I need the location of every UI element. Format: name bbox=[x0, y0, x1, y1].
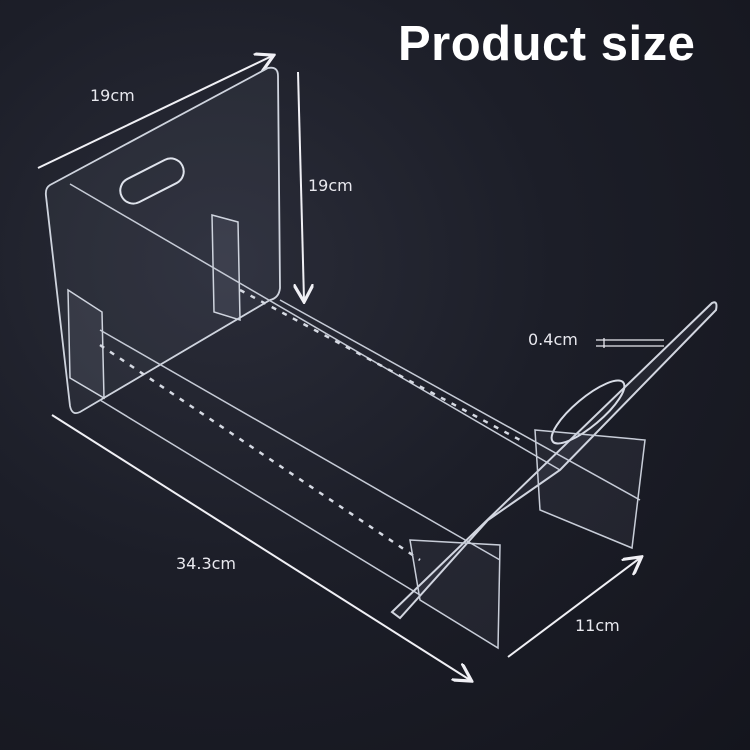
base-rails bbox=[69, 183, 641, 596]
thickness-label: 0.4cm bbox=[528, 330, 578, 349]
thickness-marker bbox=[596, 338, 664, 348]
front-panel bbox=[390, 301, 718, 620]
base-width-label: 11cm bbox=[575, 616, 620, 635]
length-arrow bbox=[51, 414, 470, 680]
back-feet bbox=[67, 214, 241, 400]
width-arrow bbox=[37, 56, 272, 169]
panel-height-label: 19cm bbox=[308, 176, 353, 195]
panel-width-label: 19cm bbox=[90, 86, 135, 105]
serrated-teeth bbox=[99, 288, 521, 562]
front-feet bbox=[409, 429, 646, 650]
height-arrow bbox=[298, 71, 304, 300]
base-width-arrow bbox=[507, 558, 640, 658]
length-label: 34.3cm bbox=[176, 554, 237, 573]
page-title: Product size bbox=[398, 17, 696, 71]
